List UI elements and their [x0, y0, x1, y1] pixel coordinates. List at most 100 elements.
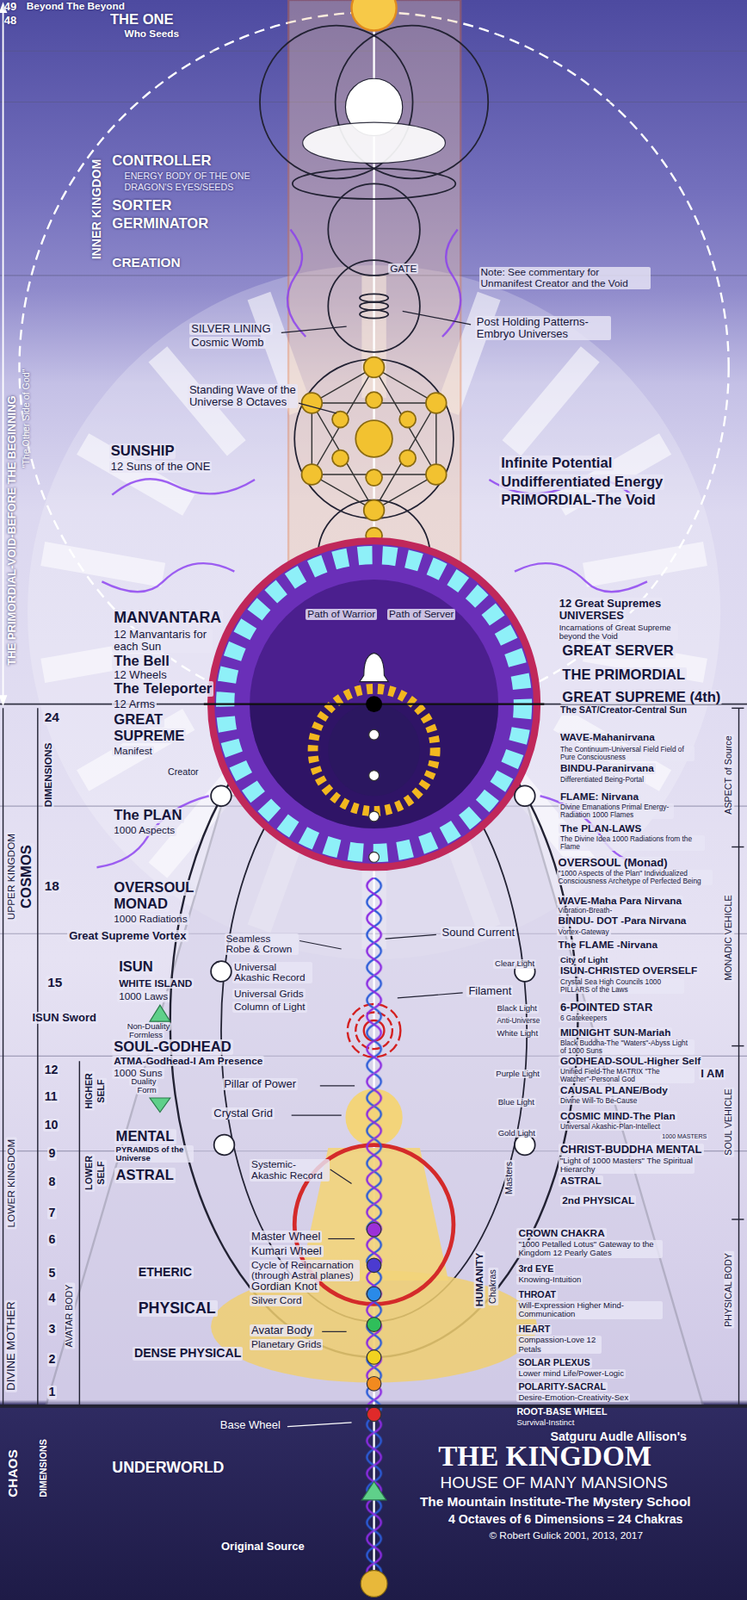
- diagram-label: Desire-Emotion-Creativity-Sex: [516, 1392, 630, 1402]
- bracket-line: [79, 1060, 81, 1406]
- diagram-label: ENERGY BODY OF THE ONE: [124, 171, 251, 182]
- diagram-label: THE ONE: [110, 12, 174, 28]
- diagram-label: Incarnations of Great Supreme beyond the…: [557, 623, 679, 642]
- diagram-label: SUPREME: [111, 728, 186, 744]
- diagram-label: The Teleporter: [111, 680, 214, 697]
- diagram-label: POLARITY-SACRAL: [516, 1381, 608, 1392]
- metatron-suns: [302, 357, 447, 544]
- diagram-label: LOWER: [84, 1153, 95, 1192]
- diagram-label: Universal Akashic-Plan-Intellect: [558, 1122, 662, 1130]
- junction-circle: [210, 784, 232, 806]
- diagram-label: 5: [47, 1265, 58, 1279]
- diagram-label: UNIVERSES: [557, 609, 626, 622]
- diagram-label: Crystal Grid: [211, 1106, 275, 1119]
- kundalini-wave: [359, 876, 389, 1581]
- sun-dot: [425, 392, 447, 414]
- diagram-label: 1000 MASTERS: [660, 1133, 709, 1141]
- diagram-label: SOUL VEHICLE: [723, 1086, 735, 1156]
- chakra-dot: [366, 1375, 382, 1390]
- sunburst-glow: [27, 265, 721, 959]
- sun-dot: [364, 500, 385, 521]
- diagram-label: Gold Light: [496, 1128, 538, 1137]
- diagram-label: 3: [47, 1321, 58, 1335]
- sunflower-core: [327, 703, 420, 797]
- kundalini-wave: [359, 876, 389, 1581]
- diagram-label: THE PRIMORDIAL: [560, 666, 687, 683]
- metatron-triangle: [311, 367, 436, 475]
- diagram-label: DENSE PHYSICAL: [132, 1345, 244, 1359]
- diagram-label: Base Wheel: [220, 1418, 281, 1431]
- diagram-label: 12 Manvantaris for each Sun: [111, 628, 213, 653]
- chaos-boundary: [0, 1403, 747, 1408]
- sun-dot: [365, 469, 383, 486]
- diagram-label: 6: [47, 1232, 58, 1246]
- central-sun-dot: [365, 695, 383, 712]
- leader-line: [320, 1084, 355, 1086]
- leader-line: [397, 992, 464, 998]
- diagram-label: 12 Suns of the ONE: [109, 460, 213, 473]
- diagram-label: PHYSICAL: [136, 1299, 218, 1316]
- diagram-label: CHRIST-BUDDHA MENTAL: [558, 1142, 704, 1155]
- diagram-label: Compassion-Love 12 Petals: [516, 1334, 602, 1353]
- diagram-label: Non-Duality: [125, 1021, 173, 1031]
- diagram-label: OVERSOUL: [111, 879, 196, 896]
- dashed-void-circle: [18, 12, 729, 723]
- diagram-label: Seamless Robe & Crown: [224, 932, 300, 955]
- chakra-dot: [366, 1257, 382, 1272]
- diagram-label: MANVANTARA: [111, 609, 223, 626]
- leader-line: [298, 402, 337, 414]
- diagram-label: MONADIC VEHICLE: [723, 893, 735, 982]
- diagram-label: MENTAL: [114, 1128, 177, 1144]
- diagram-label: LOWER KINGDOM: [6, 1135, 18, 1229]
- seed-disc: [302, 122, 446, 163]
- diagram-label: Unified Field-The MATRIX "The Watcher"-P…: [558, 1067, 695, 1083]
- diagram-label: Path of Server: [387, 608, 456, 620]
- diagram-label: BINDU-Paranirvana: [558, 762, 656, 774]
- energy-wave: [101, 562, 235, 592]
- chakra-dot: [366, 1406, 382, 1421]
- diagram-label: ETHERIC: [136, 1265, 194, 1278]
- chakra-dot: [369, 728, 380, 740]
- diagram-label: 24: [43, 709, 62, 725]
- bracket-line: [2, 707, 4, 1406]
- diagram-label: CREATION: [111, 255, 180, 271]
- diagram-label: SOLAR PLEXUS: [516, 1357, 592, 1368]
- junction-circle: [210, 960, 232, 982]
- junction-circle: [214, 1134, 235, 1155]
- diagram-label: 8: [47, 1174, 58, 1188]
- diagram-label: 15: [45, 975, 64, 990]
- bracket-tick: [731, 845, 744, 847]
- diagram-label: Master Wheel: [249, 1229, 322, 1242]
- diagram-label: The Continuum-Universal Field Field of P…: [558, 745, 695, 761]
- diagram-label: 2: [47, 1352, 58, 1365]
- sunflower-ring: [313, 688, 436, 811]
- diagram-label: White Light: [495, 1028, 541, 1038]
- diagram-label: FLAME: Nirvana: [558, 790, 641, 803]
- diagram-label: The Mountain Institute-The Mystery Schoo…: [419, 1494, 692, 1509]
- chakra-dot: [366, 1349, 382, 1365]
- diagram-label: GREAT SERVER: [560, 642, 675, 659]
- disk-lower-half: [249, 703, 499, 828]
- chakra-dot: [369, 770, 380, 781]
- diagram-label: Cosmic Womb: [189, 336, 266, 349]
- diagram-label: 9: [47, 1146, 58, 1160]
- diagram-label: WAVE-Maha Para Nirvana: [556, 895, 684, 907]
- diagram-label: "1000 Aspects of the Plan" Individualize…: [556, 869, 714, 885]
- sun-dot: [364, 357, 385, 378]
- diagram-label: Divine Will-To Be-Cause: [558, 1096, 639, 1105]
- diagram-label: 2nd PHYSICAL: [560, 1194, 636, 1206]
- coil: [359, 293, 389, 302]
- sun-dot: [355, 419, 393, 457]
- diagram-label: "Light of 1000 Masters" The Spiritual Hi…: [558, 1155, 695, 1174]
- sun-dot: [302, 463, 323, 485]
- junction-circle: [514, 784, 536, 806]
- metatron-triangle: [311, 402, 436, 510]
- diagram-label: Formless: [127, 1030, 165, 1039]
- diagram-label: MIDNIGHT SUN-Mariah: [558, 1026, 673, 1038]
- bracket-tick: [731, 1217, 744, 1219]
- diagram-label: Cycle of Reincarnation (through Astral p…: [249, 1259, 360, 1281]
- diagram-label: "The Other Side of God": [21, 368, 32, 468]
- diagram-label: GATE: [388, 263, 419, 275]
- sun-dot: [399, 411, 416, 428]
